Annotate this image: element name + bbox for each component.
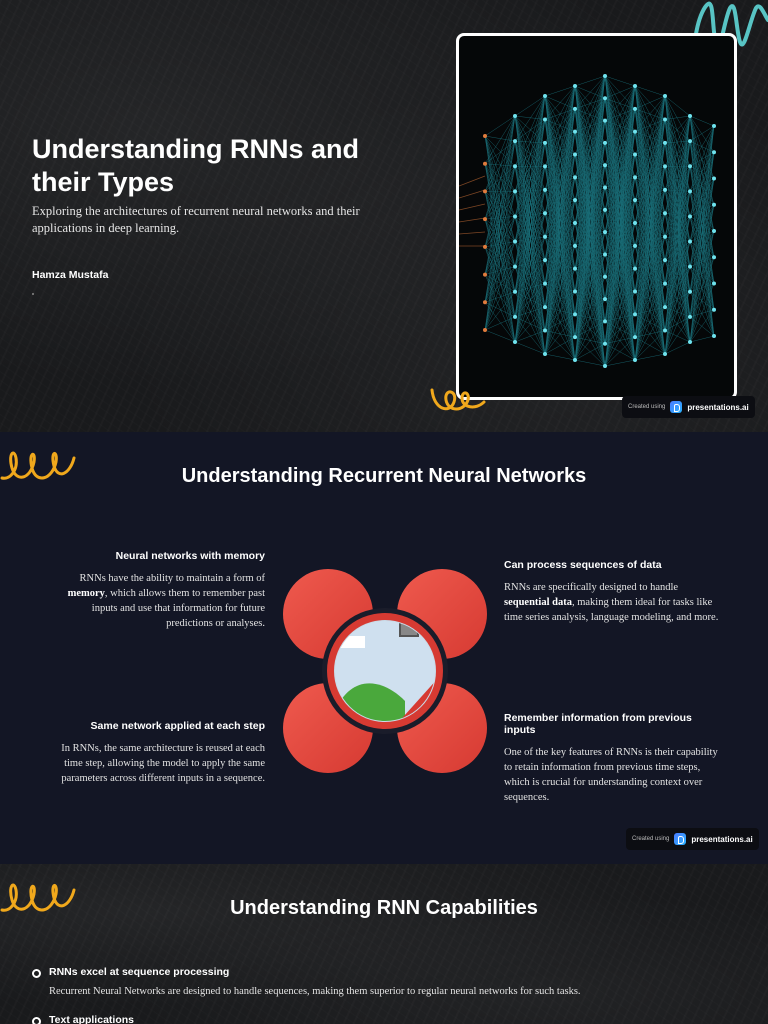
capability-title: Text applications: [49, 1014, 134, 1024]
feature-sequences: Can process sequences of data RNNs are s…: [504, 559, 726, 625]
slide3-title: Understanding RNN Capabilities: [230, 897, 538, 919]
presentations-logo-icon: [670, 401, 683, 413]
slide2-title: Understanding Recurrent Neural Networks: [181, 465, 587, 487]
slide-rnn-overview: Understanding Recurrent Neural Networks …: [0, 432, 768, 864]
feature-text: One of the key features of RNNs is their…: [504, 747, 718, 803]
created-using-badge[interactable]: Created using presentations.ai: [622, 396, 755, 418]
presentation-subtitle: Exploring the architectures of recurrent…: [32, 204, 360, 235]
small-dot: [32, 293, 34, 295]
presentations-logo-icon: [674, 833, 687, 845]
created-using-label: Created using: [632, 836, 670, 842]
capability-title: RNNs excel at sequence processing: [49, 966, 230, 978]
brand-label: presentations.ai: [687, 402, 749, 412]
orange-loops-decoration: [0, 883, 76, 912]
feature-title: Remember information from previous input…: [504, 712, 692, 736]
created-using-badge[interactable]: Created using presentations.ai: [626, 828, 759, 850]
capability-text: Recurrent Neural Networks are designed t…: [49, 986, 581, 997]
capability-item: Text applications: [32, 1014, 732, 1024]
feature-remember: Remember information from previous input…: [504, 712, 726, 805]
created-using-label: Created using: [628, 404, 666, 410]
feature-text: RNNs have the ability to maintain a form…: [67, 573, 265, 629]
feature-title: Neural networks with memory: [115, 550, 265, 562]
bullet-circle-icon: [32, 969, 41, 978]
slide-title: Understanding RNNs and their Types Explo…: [0, 0, 768, 432]
orange-swirl-decoration: [430, 388, 486, 411]
orange-loops-decoration: [0, 451, 76, 480]
neural-network-image: [456, 33, 737, 400]
four-circles-graphic: [283, 569, 487, 773]
feature-text: In RNNs, the same architecture is reused…: [61, 743, 265, 784]
feature-title: Same network applied at each step: [90, 720, 265, 732]
teal-squiggle-decoration: [693, 1, 768, 60]
feature-same-network: Same network applied at each step In RNN…: [43, 720, 265, 786]
feature-memory: Neural networks with memory RNNs have th…: [43, 550, 265, 631]
author-name: Hamza Mustafa: [32, 269, 109, 281]
capability-item: RNNs excel at sequence processing Recurr…: [32, 966, 732, 997]
bullet-circle-icon: [32, 1017, 41, 1024]
feature-title: Can process sequences of data: [504, 559, 662, 571]
brand-label: presentations.ai: [691, 834, 753, 844]
presentation-title: Understanding RNNs and their Types: [32, 134, 360, 197]
feature-text: RNNs are specifically designed to handle…: [504, 582, 719, 623]
slide-rnn-capabilities: Understanding RNN Capabilities RNNs exce…: [0, 864, 768, 1024]
